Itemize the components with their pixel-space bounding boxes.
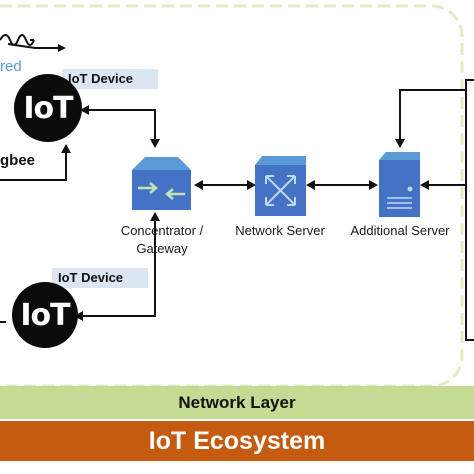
top-device-link-arrow-down	[150, 139, 160, 148]
gw-ns-arrow-right	[247, 180, 256, 190]
as-right-mid-arrow	[420, 180, 429, 190]
server-tower-icon	[379, 152, 420, 217]
zigbee-link-arrow	[61, 144, 71, 153]
network-layer-label: Network Layer	[178, 392, 296, 412]
network-server-icon	[255, 156, 306, 216]
bottom-device-link-arrow-up	[150, 212, 160, 221]
iot-device-logo-top: IoT	[14, 74, 82, 142]
ns-as-arrow-right	[369, 180, 378, 190]
left-fragment-zigbee: gbee	[0, 152, 36, 169]
additional-server-label: Additional Server	[350, 223, 450, 238]
left-fragment-red: red	[0, 58, 22, 75]
coil-arrow-line	[7, 43, 60, 49]
network-layer-band: Network Layer	[0, 386, 474, 419]
as-right-top-arrow	[395, 139, 405, 148]
gateway-icon	[132, 157, 191, 210]
iot-device-tag-bottom: IoT Device	[52, 268, 148, 288]
zigbee-link	[0, 150, 67, 181]
gw-ns-arrow-left	[194, 180, 203, 190]
bottom-device-link	[80, 220, 156, 317]
iot-device-logo-bottom: IoT	[12, 282, 78, 348]
concentrator-label-line1: Concentrator /	[120, 223, 204, 238]
antenna-coil	[0, 34, 35, 46]
iot-ecosystem-band: IoT Ecosystem	[0, 421, 474, 461]
iot-ecosystem-label: IoT Ecosystem	[148, 426, 326, 455]
bottom-device-link-arrow-left	[74, 311, 83, 321]
concentrator-label: Concentrator / Gateway	[102, 222, 222, 258]
top-device-link	[82, 109, 156, 140]
network-server-label: Network Server	[235, 223, 325, 238]
iot-device-tag-top: IoT Device	[62, 69, 158, 89]
iot-logo-text-top: IoT	[23, 90, 73, 126]
ns-as-arrow-left	[306, 180, 315, 190]
iot-logo-text-bottom: IoT	[20, 297, 70, 333]
concentrator-label-line2: Gateway	[136, 241, 188, 256]
top-device-link-arrow-left	[80, 105, 89, 115]
coil-arrowhead	[58, 44, 66, 52]
as-right-top-link	[399, 89, 474, 142]
right-edge-node	[465, 79, 474, 341]
